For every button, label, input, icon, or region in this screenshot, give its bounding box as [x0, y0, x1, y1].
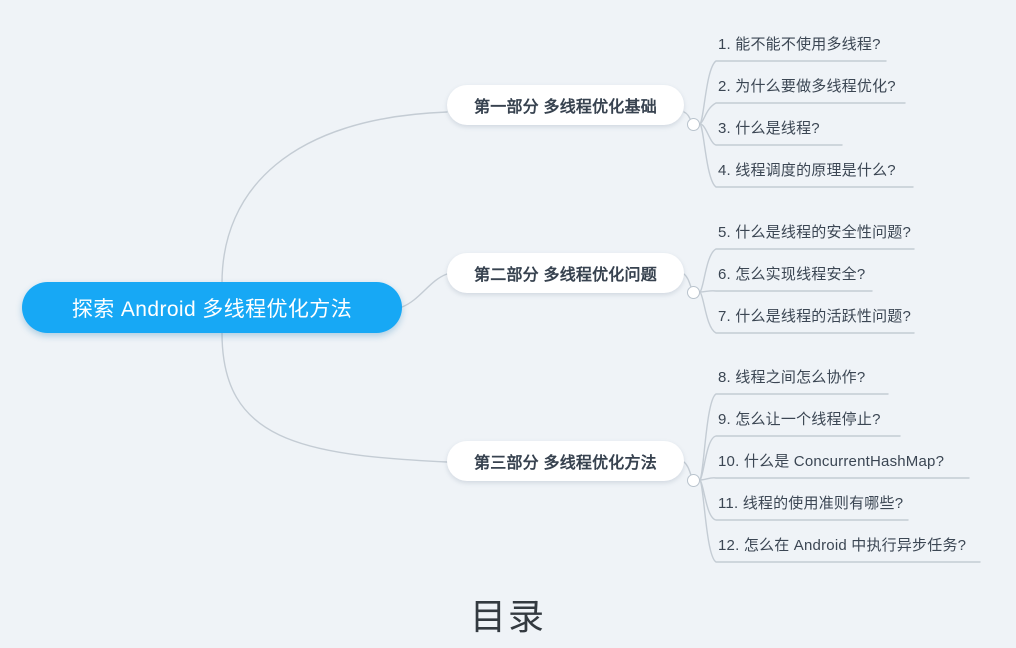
leaf-node-5-label: 5. 什么是线程的安全性问题?	[718, 223, 912, 241]
wire-leaf-2-2	[699, 477, 970, 481]
branch-node-1-label: 第一部分 多线程优化基础	[474, 99, 657, 116]
leaf-node-8-label: 8. 线程之间怎么协作?	[718, 368, 866, 386]
leaf-node-10-label: 10. 什么是 ConcurrentHashMap?	[718, 452, 945, 470]
root-node[interactable]: 探索 Android 多线程优化方法	[22, 282, 402, 333]
leaf-node-9-label: 9. 怎么让一个线程停止?	[718, 410, 881, 428]
wire-root-branch-2	[221, 332, 448, 463]
page-caption-label: 目录	[469, 596, 546, 637]
leaf-node-5[interactable]: 5. 什么是线程的安全性问题?	[718, 216, 911, 246]
branch-node-2-label: 第二部分 多线程优化问题	[474, 267, 657, 284]
branch-node-3[interactable]: 第三部分 多线程优化方法	[447, 441, 684, 481]
leaf-node-1-label: 1. 能不能不使用多线程?	[718, 35, 881, 53]
branch-node-1[interactable]: 第一部分 多线程优化基础	[447, 85, 684, 125]
branch-node-2[interactable]: 第二部分 多线程优化问题	[447, 253, 684, 293]
branch-node-3-label: 第三部分 多线程优化方法	[474, 455, 657, 472]
leaf-node-12-label: 12. 怎么在 Android 中执行异步任务?	[718, 536, 967, 554]
leaf-node-1[interactable]: 1. 能不能不使用多线程?	[718, 28, 881, 58]
leaf-node-2[interactable]: 2. 为什么要做多线程优化?	[718, 70, 896, 100]
page-caption: 目录	[0, 588, 1016, 640]
leaf-node-11[interactable]: 11. 线程的使用准则有哪些?	[718, 487, 903, 517]
leaf-node-2-label: 2. 为什么要做多线程优化?	[718, 77, 896, 95]
leaf-node-3[interactable]: 3. 什么是线程?	[718, 112, 820, 142]
leaf-node-4[interactable]: 4. 线程调度的原理是什么?	[718, 154, 896, 184]
junction-dot-1[interactable]	[687, 118, 700, 131]
wire-root-branch-1	[401, 273, 448, 308]
leaf-node-7-label: 7. 什么是线程的活跃性问题?	[718, 307, 912, 325]
wire-leaf-1-1	[699, 290, 873, 293]
leaf-node-11-label: 11. 线程的使用准则有哪些?	[718, 494, 904, 512]
leaf-node-8[interactable]: 8. 线程之间怎么协作?	[718, 361, 865, 391]
leaf-node-6[interactable]: 6. 怎么实现线程安全?	[718, 258, 865, 288]
wire-root-branch-0	[221, 111, 448, 284]
leaf-node-12[interactable]: 12. 怎么在 Android 中执行异步任务?	[718, 529, 966, 559]
leaf-node-7[interactable]: 7. 什么是线程的活跃性问题?	[718, 300, 911, 330]
leaf-node-3-label: 3. 什么是线程?	[718, 119, 820, 137]
leaf-node-6-label: 6. 怎么实现线程安全?	[718, 265, 866, 283]
junction-dot-2[interactable]	[687, 286, 700, 299]
root-node-label: 探索 Android 多线程优化方法	[71, 297, 353, 321]
leaf-node-9[interactable]: 9. 怎么让一个线程停止?	[718, 403, 881, 433]
leaf-node-10[interactable]: 10. 什么是 ConcurrentHashMap?	[718, 445, 944, 475]
leaf-node-4-label: 4. 线程调度的原理是什么?	[718, 161, 896, 179]
junction-dot-3[interactable]	[687, 474, 700, 487]
